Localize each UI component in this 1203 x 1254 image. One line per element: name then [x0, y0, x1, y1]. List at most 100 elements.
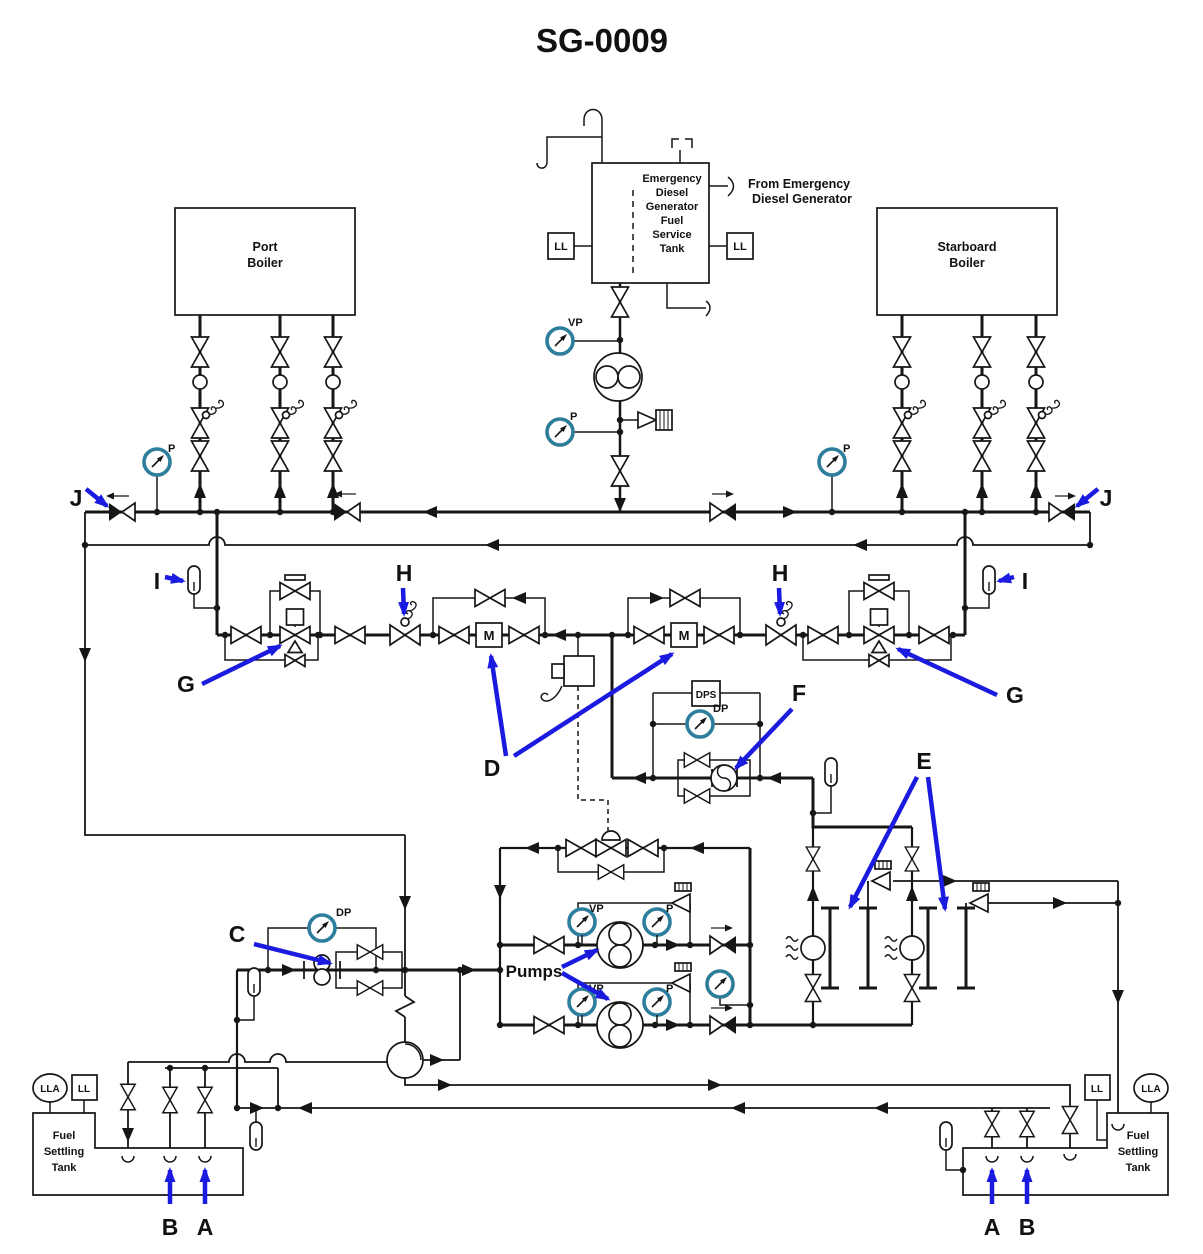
callout-b-left: B: [162, 1214, 179, 1240]
strainer-bypass-valve: [356, 944, 384, 960]
fuel-heater-1: [785, 846, 892, 1003]
edg-isolation-valve: [610, 455, 630, 487]
lla-switch-left: LLA: [40, 1084, 59, 1095]
diagram-title: SG-0009: [536, 22, 668, 59]
thermometer-bulb-tank-right: [939, 1121, 953, 1151]
edg-tank-label-6: Tank: [660, 243, 686, 255]
callout-j-left: J: [70, 485, 83, 511]
settling-tank-right-label-2: Settling: [1118, 1146, 1158, 1158]
motor-valve-right-label: M: [679, 628, 690, 643]
callout-g-left: G: [177, 671, 195, 697]
bypass-valve: [864, 575, 894, 600]
suction-valve-a: [984, 1110, 1000, 1138]
callouts: J J I I H H G G D F E C Pumps B A A B: [70, 485, 1113, 1240]
callout-a-left: A: [197, 1214, 214, 1240]
thermometer-bulb-c: [247, 967, 261, 997]
check-valve-j-left: [106, 492, 136, 522]
dp-gauge-f-label: DP: [713, 703, 728, 715]
check-valve-header-left: [333, 490, 361, 522]
gate-valve: [918, 625, 950, 645]
callout-i-right: I: [1022, 568, 1028, 594]
callout-a-right: A: [984, 1214, 1001, 1240]
fuel-heater-2: [884, 846, 990, 1003]
relief-bypass-valve: [868, 640, 890, 668]
edg-relief-valve: [637, 410, 659, 430]
starboard-boiler: Starboard Boiler: [876, 207, 1058, 316]
flow-arrows: [79, 498, 1124, 1142]
ll-switch-edg-left: LL: [554, 241, 568, 253]
callout-c: C: [229, 921, 246, 947]
return-valve: [120, 1083, 136, 1111]
settling-tank-right-label-3: Tank: [1126, 1162, 1152, 1174]
settling-tank-left-label-3: Tank: [52, 1162, 78, 1174]
lla-switch-right: LLA: [1141, 1084, 1160, 1095]
relief-bypass-valve: [284, 640, 306, 668]
starboard-boiler-label-2: Boiler: [949, 256, 985, 270]
discharge-pressure-gauge: [705, 969, 735, 999]
dp-gauge-c-label: DP: [336, 907, 351, 919]
suction-valve-b: [162, 1086, 178, 1114]
motor-valve-left: M: [433, 590, 545, 648]
pressure-regulating-valve-set: [565, 830, 659, 880]
check-valve-header-right: [709, 490, 737, 522]
edg-tank-label-3: Generator: [646, 201, 699, 213]
suction-valve-b: [1019, 1110, 1035, 1138]
ll-switch-edg-right: LL: [733, 241, 747, 253]
vp-gauge-edg: [545, 326, 575, 356]
duplex-strainer-f: DPS DP: [683, 680, 738, 804]
settling-tank-right-label-1: Fuel: [1127, 1130, 1150, 1142]
duplex-strainer-c: DP: [303, 907, 384, 996]
thermometer-bulb-tank-left: [249, 1121, 263, 1151]
p-gauge-pump1-label: P: [666, 903, 673, 915]
settling-tank-left-label-2: Settling: [44, 1146, 84, 1158]
dp-gauge-f: [685, 709, 715, 739]
edg-supply-unit: VP P: [545, 286, 673, 487]
dp-gauge-c: [307, 913, 337, 943]
spill-control-valve: [595, 838, 627, 858]
p-gauge-edg-label: P: [570, 411, 577, 423]
strainer-bypass-valve: [356, 980, 384, 996]
steam-heating-unit: [785, 935, 826, 961]
callout-i-left: I: [154, 568, 160, 594]
vp-gauge-pump1-label: VP: [589, 903, 604, 915]
port-boiler: Port Boiler: [174, 207, 356, 316]
ll-switch-right: LL: [1091, 1084, 1103, 1095]
thermometer-bulb-right: [982, 565, 996, 595]
pipe-junctions: [81, 336, 1122, 1174]
fuel-pump-1: [534, 883, 736, 968]
edg-outlet-valve: [610, 286, 630, 318]
from-edg-label-2: Diesel Generator: [752, 192, 852, 206]
suction-valve-a: [197, 1086, 213, 1114]
callout-h-left: H: [396, 560, 413, 586]
gate-valve: [230, 625, 262, 645]
control-valve-group-left: [230, 575, 366, 668]
port-boiler-label-2: Boiler: [247, 256, 283, 270]
motor-valve-right: M: [628, 590, 740, 648]
vp-gauge-edg-label: VP: [568, 317, 583, 329]
thermometer-bulb-left: [187, 565, 201, 595]
p-gauge-port-label: P: [168, 443, 175, 455]
edg-tank-label-2: Diesel: [656, 187, 688, 199]
edg-tank-label-1: Emergency: [642, 173, 702, 185]
port-boiler-label-1: Port: [253, 240, 279, 254]
edg-transfer-pump: [593, 352, 643, 402]
gate-valve: [807, 625, 839, 645]
settling-tank-left-label-1: Fuel: [53, 1130, 76, 1142]
edg-tank-label-4: Fuel: [661, 215, 684, 227]
pressure-control-valve: [280, 609, 310, 644]
isolation-valve: [627, 838, 659, 858]
pumps-label: Pumps: [506, 962, 563, 981]
strainer-bypass-valve: [683, 752, 711, 768]
callout-h-right: H: [772, 560, 789, 586]
callout-e: E: [916, 748, 931, 774]
p-gauge-pump2-label: P: [666, 983, 673, 995]
edg-tank-label-5: Service: [652, 229, 691, 241]
isolation-valve: [565, 838, 597, 858]
heater-inlet-valve: [904, 846, 920, 872]
callout-f: F: [792, 680, 806, 706]
heater-relief-valve: [871, 860, 892, 891]
strainer-bypass-valve: [683, 788, 711, 804]
bypass-valve: [280, 575, 310, 600]
